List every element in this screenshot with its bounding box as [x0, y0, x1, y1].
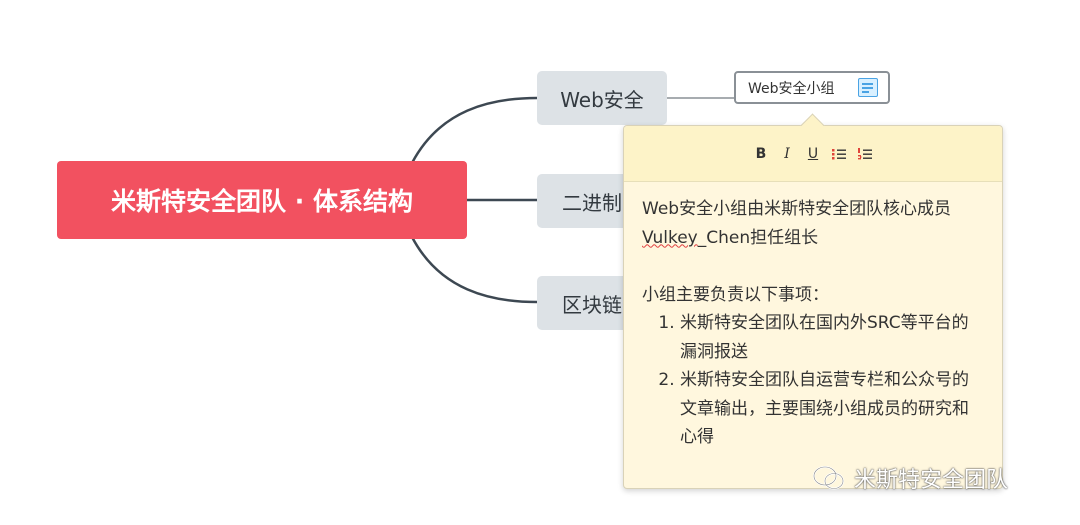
root-topic-label: 米斯特安全团队 · 体系结构 [111, 187, 413, 216]
wechat-icon [813, 466, 844, 490]
branch-topic-label: 二进制 [562, 190, 622, 215]
branch-topic-label: 区块链 [562, 292, 622, 317]
note-paragraph-leader: Web安全小组由米斯特安全团队核心成员 Vulkey_Chen担任组长 [642, 195, 984, 252]
underline-button[interactable]: U [807, 145, 819, 162]
subtopic-label: Web安全小组 [748, 80, 835, 97]
bold-button[interactable]: B [755, 145, 767, 162]
italic-button[interactable]: I [784, 145, 790, 162]
duties-list-item: 米斯特安全团队在国内外SRC等平台的漏洞报送 [680, 309, 984, 366]
subtopic-web-security-group[interactable]: Web安全小组 [734, 71, 890, 104]
note-icon[interactable] [858, 78, 878, 97]
note-popup: B I U Web安全小组由米斯特 [623, 113, 1003, 489]
wechat-watermark: 米斯特安全团队 [812, 462, 1008, 494]
numbered-list-button[interactable] [852, 142, 878, 166]
connector-root-web [410, 96, 538, 164]
watermark-text: 米斯特安全团队 [854, 468, 1009, 493]
bullet-list-button[interactable] [826, 142, 852, 166]
connector-root-block [410, 236, 538, 304]
spellcheck-flagged-word: Vulkey [642, 227, 698, 248]
bullet-list-icon [832, 148, 846, 159]
branch-topic-web-security[interactable]: Web安全 [537, 71, 667, 125]
duties-list-item: 米斯特安全团队自运营专栏和公众号的文章输出，主要围绕小组成员的研究和心得 [680, 366, 984, 452]
branch-topic-label: Web安全 [560, 87, 644, 112]
root-topic[interactable]: 米斯特安全团队 · 体系结构 [57, 161, 467, 239]
duties-list: 米斯特安全团队在国内外SRC等平台的漏洞报送 米斯特安全团队自运营专栏和公众号的… [642, 309, 984, 452]
note-toolbar: B I U [624, 126, 1002, 182]
blank-line [642, 252, 984, 281]
numbered-list-icon [858, 147, 872, 159]
note-text: Web安全小组由米斯特安全团队核心成员 [642, 199, 952, 219]
note-paragraph-duties: 小组主要负责以下事项： [642, 284, 829, 305]
note-editor[interactable]: Web安全小组由米斯特安全团队核心成员 Vulkey_Chen担任组长 小组主要负… [624, 182, 1002, 452]
note-text: _Chen担任组长 [697, 227, 819, 248]
